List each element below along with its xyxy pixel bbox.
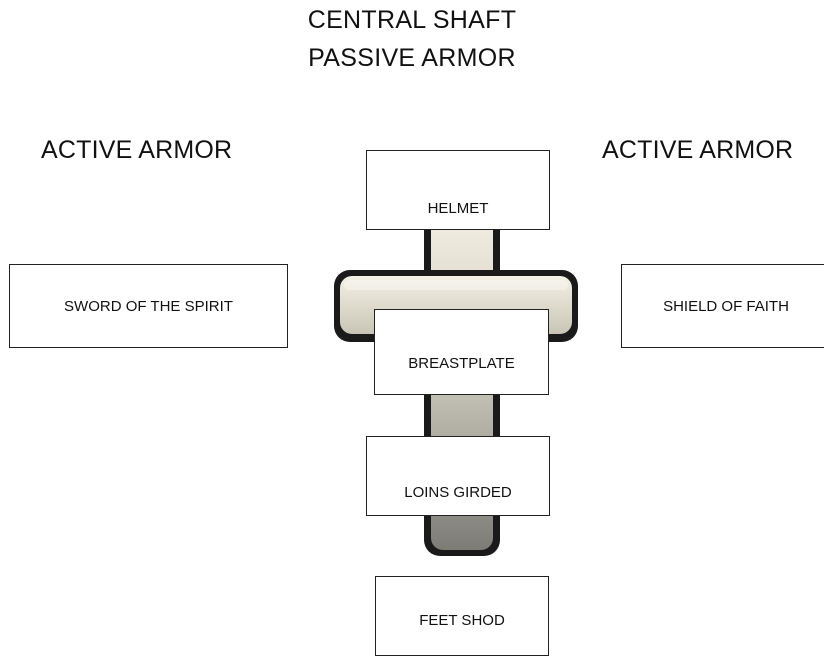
title-line-1: CENTRAL SHAFT [307, 6, 517, 34]
breastplate-label: BREASTPLATE [408, 355, 515, 372]
title-line-2: PASSIVE ARMOR [308, 44, 516, 72]
feet-box: FEET SHOD [375, 576, 549, 656]
helmet-box: HELMET [366, 150, 550, 230]
left-heading: ACTIVE ARMOR [41, 136, 233, 164]
loins-label: LOINS GIRDED [404, 484, 512, 501]
breastplate-box: BREASTPLATE [374, 309, 549, 395]
shield-label: SHIELD OF FAITH [663, 297, 789, 315]
sword-box: SWORD OF THE SPIRIT [9, 264, 288, 348]
sword-label: SWORD OF THE SPIRIT [64, 297, 233, 315]
right-heading: ACTIVE ARMOR [602, 136, 794, 164]
helmet-label: HELMET [427, 200, 489, 217]
feet-label: FEET SHOD [419, 612, 505, 629]
shield-box: SHIELD OF FAITH [621, 264, 824, 348]
loins-box: LOINS GIRDED [366, 436, 550, 516]
